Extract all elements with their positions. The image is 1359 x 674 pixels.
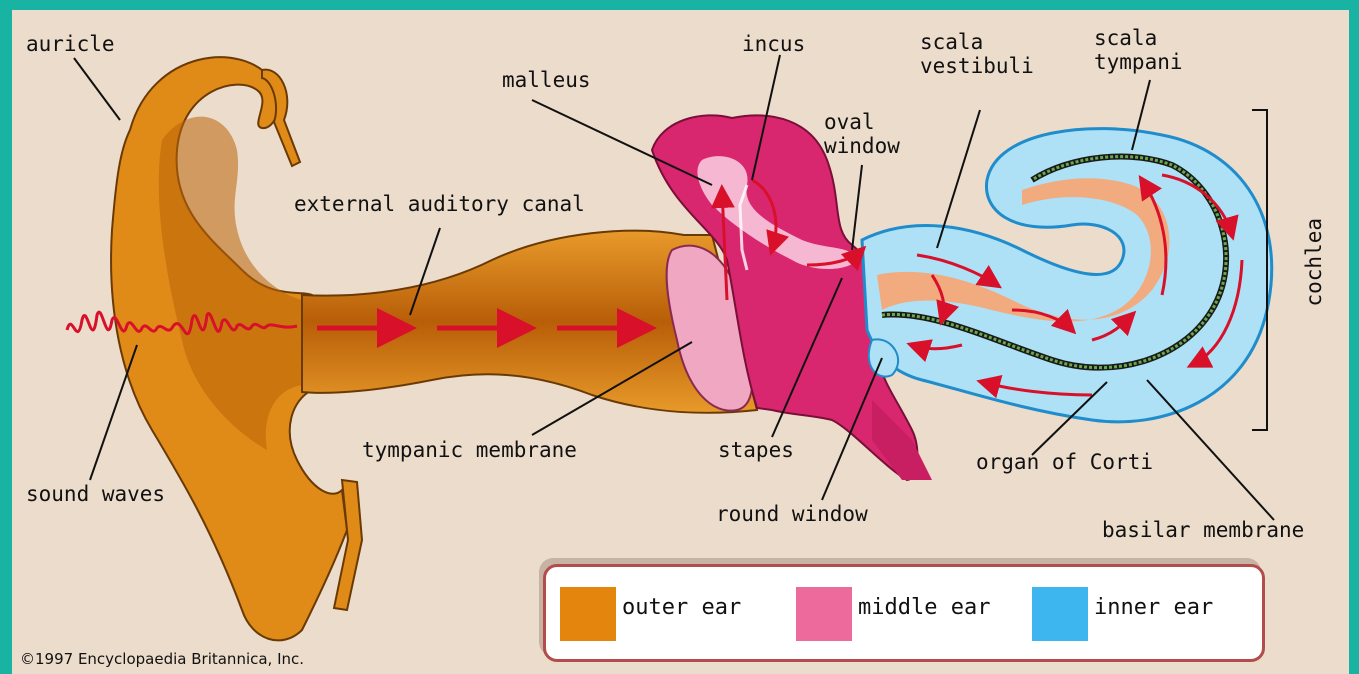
label-basilar-membrane: basilar membrane [1102,518,1304,542]
diagram-canvas: auricle malleus incus scala vestibuli sc… [12,10,1349,674]
legend: outer ear middle ear inner ear [543,564,1265,662]
label-tympanic-membrane: tympanic membrane [362,438,577,462]
label-external-auditory-canal: external auditory canal [294,192,585,216]
label-stapes: stapes [718,438,794,462]
cochlea-shape [862,129,1272,422]
legend-swatch-middle-ear [796,587,852,641]
label-scala-tympani: scala tympani [1094,26,1183,74]
legend-label-middle-ear: middle ear [858,595,990,620]
label-malleus: malleus [502,68,591,92]
label-sound-waves: sound waves [26,482,165,506]
label-cochlea: cochlea [1302,218,1326,307]
label-organ-of-corti: organ of Corti [976,450,1153,474]
label-auricle: auricle [26,32,115,56]
legend-label-outer-ear: outer ear [622,595,741,620]
legend-swatch-outer-ear [560,587,616,641]
legend-swatch-inner-ear [1032,587,1088,641]
legend-label-inner-ear: inner ear [1094,595,1213,620]
label-incus: incus [742,32,805,56]
label-scala-vestibuli: scala vestibuli [920,30,1034,78]
label-oval-window: oval window [824,110,900,158]
label-round-window: round window [716,502,868,526]
copyright-notice: ©1997 Encyclopaedia Britannica, Inc. [20,650,304,668]
